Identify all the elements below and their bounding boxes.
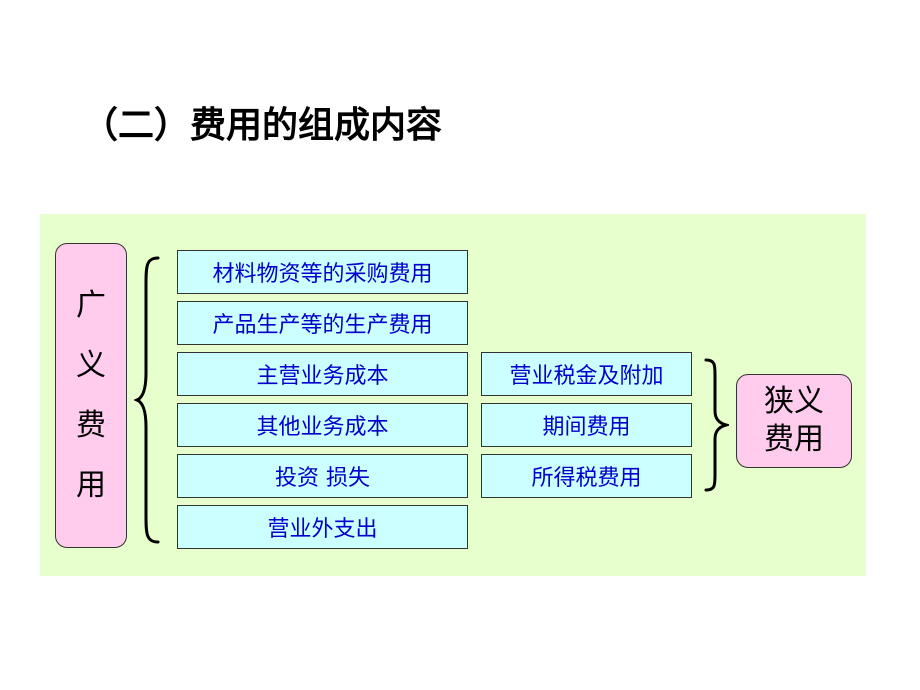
narrow-label-line: 狭义: [764, 384, 824, 419]
right-item-3: 所得税费用: [481, 454, 692, 498]
broad-label-char: 义: [76, 347, 106, 383]
broad-label-char: 费: [76, 407, 106, 443]
right-item-2: 期间费用: [481, 403, 692, 447]
broad-expense-box: 广 义 费 用: [55, 243, 127, 548]
left-item-5: 投资 损失: [177, 454, 468, 498]
left-brace: [134, 256, 160, 544]
left-item-4: 其他业务成本: [177, 403, 468, 447]
left-item-1: 材料物资等的采购费用: [177, 250, 468, 294]
narrow-expense-box: 狭义 费用: [736, 374, 852, 468]
left-item-2: 产品生产等的生产费用: [177, 301, 468, 345]
right-item-1: 营业税金及附加: [481, 352, 692, 396]
narrow-label-line: 费用: [764, 422, 824, 457]
broad-label-char: 广: [76, 287, 106, 323]
left-item-6: 营业外支出: [177, 505, 468, 549]
left-item-3: 主营业务成本: [177, 352, 468, 396]
page-title: （二）费用的组成内容: [82, 105, 443, 146]
broad-label-char: 用: [76, 467, 106, 503]
right-brace: [704, 358, 729, 492]
